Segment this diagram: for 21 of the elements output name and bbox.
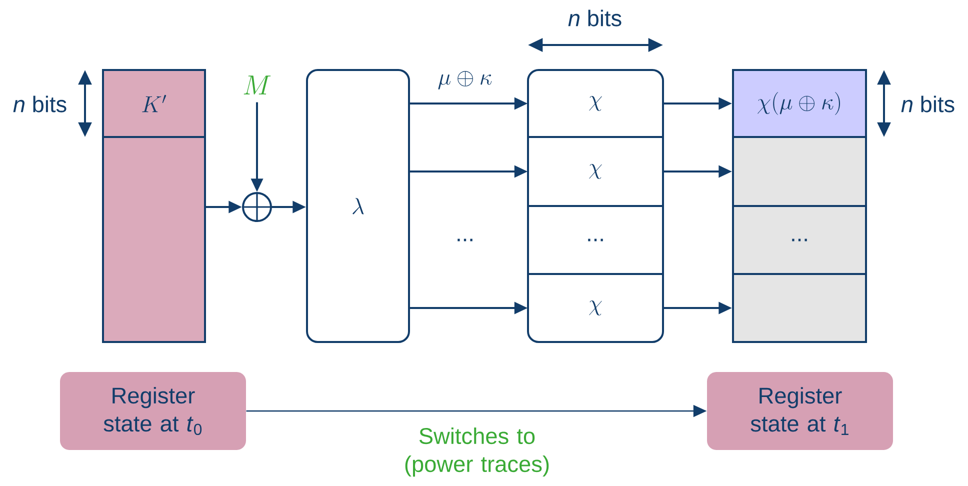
sbox-cell: $\chi$ (589, 96, 602, 111)
register-cell: $\chi(\mu \oplus \kappa)$ (732, 69, 867, 138)
edge-label: $\mu \oplus \kappa$ (438, 71, 492, 90)
input-label: $M$ (244, 76, 271, 94)
sbox-cell: ... (588, 238, 603, 242)
function-box: $\lambda$ (306, 69, 410, 343)
xor-symbol (241, 191, 273, 223)
state-box: Register state at t$_{0}$ (60, 372, 246, 450)
dimension-label: n bits (568, 10, 622, 26)
register-cell: $K'$ (102, 69, 206, 138)
dimension-label: n bits (13, 96, 66, 112)
sbox-cell: $\chi$ (589, 164, 602, 179)
register-cell (732, 273, 867, 343)
dimension-label: n bits (901, 96, 954, 112)
edge-label: Switches to (power traces) (405, 427, 549, 477)
register-cell: ... (732, 205, 867, 275)
state-box: Register state at t$_{1}$ (707, 372, 893, 450)
sbox-cell: $\chi$ (589, 300, 602, 316)
register-cell (732, 136, 867, 207)
function-box (527, 69, 664, 343)
ellipsis-label: ... (458, 238, 472, 242)
